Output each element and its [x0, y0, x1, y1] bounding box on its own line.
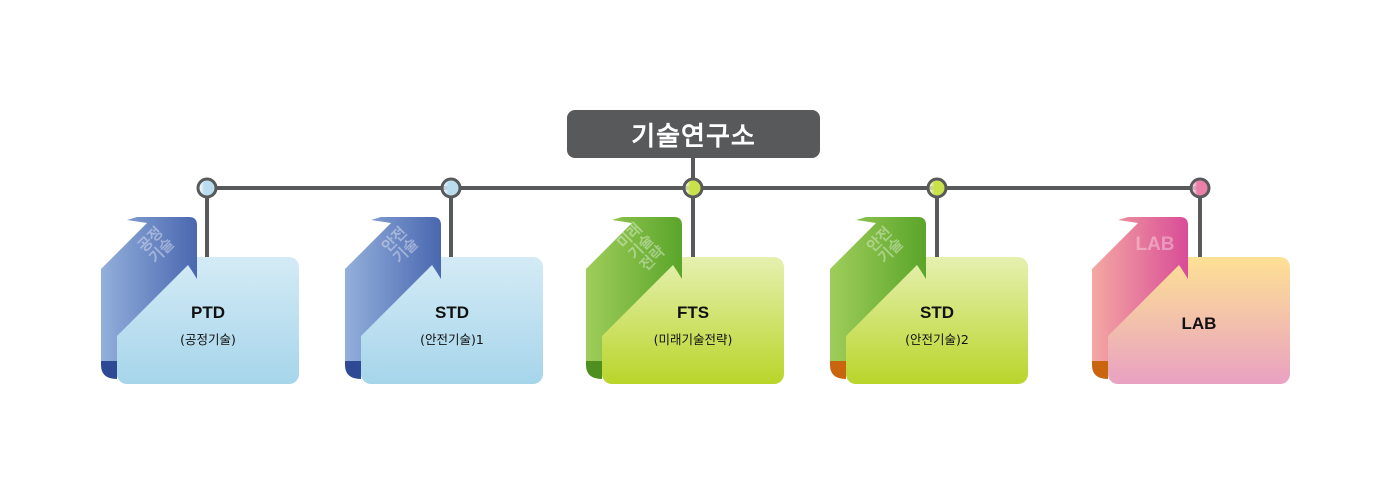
- arrow-label: LAB: [1120, 234, 1190, 255]
- unit-card-2: [345, 217, 543, 384]
- connector-node: [196, 177, 218, 199]
- unit-subtitle: (안전기술)2: [905, 332, 969, 347]
- connector-node: [682, 177, 704, 199]
- root-title-box: 기술연구소: [567, 110, 820, 158]
- card-label: FTS (미래기술전략): [602, 303, 784, 348]
- card-label: LAB: [1108, 314, 1290, 334]
- unit-code: LAB: [1181, 314, 1217, 333]
- connectors: [205, 158, 1202, 259]
- arrow-ribbon: [1092, 217, 1188, 361]
- connector-node: [1189, 177, 1211, 199]
- unit-code: STD: [920, 303, 954, 322]
- connector-nodes: [196, 177, 1211, 199]
- unit-subtitle: (공정기술): [180, 332, 236, 347]
- unit-card-4: [830, 217, 1028, 384]
- unit-subtitle: (안전기술)1: [420, 332, 484, 347]
- arrow-ribbon: [830, 217, 926, 361]
- arrow-ribbon: [101, 217, 197, 361]
- arrow-ribbon: [586, 217, 682, 361]
- card-label: STD (안전기술)1: [361, 303, 543, 348]
- arrow-label-line: LAB: [1135, 234, 1175, 255]
- unit-code: PTD: [191, 303, 225, 322]
- unit-card-1: [101, 217, 299, 384]
- arrow-ribbon: [345, 217, 441, 361]
- unit-card-5: [1092, 217, 1290, 384]
- card-label: PTD (공정기술): [117, 303, 299, 348]
- root-title: 기술연구소: [631, 121, 756, 152]
- unit-subtitle: (미래기술전략): [653, 332, 733, 347]
- cards: [101, 217, 1290, 384]
- unit-card-3: [586, 217, 784, 384]
- card-label: STD (안전기술)2: [846, 303, 1028, 348]
- unit-code: FTS: [676, 303, 710, 322]
- connector-node: [926, 177, 948, 199]
- unit-code: STD: [435, 303, 469, 322]
- connector-node: [440, 177, 462, 199]
